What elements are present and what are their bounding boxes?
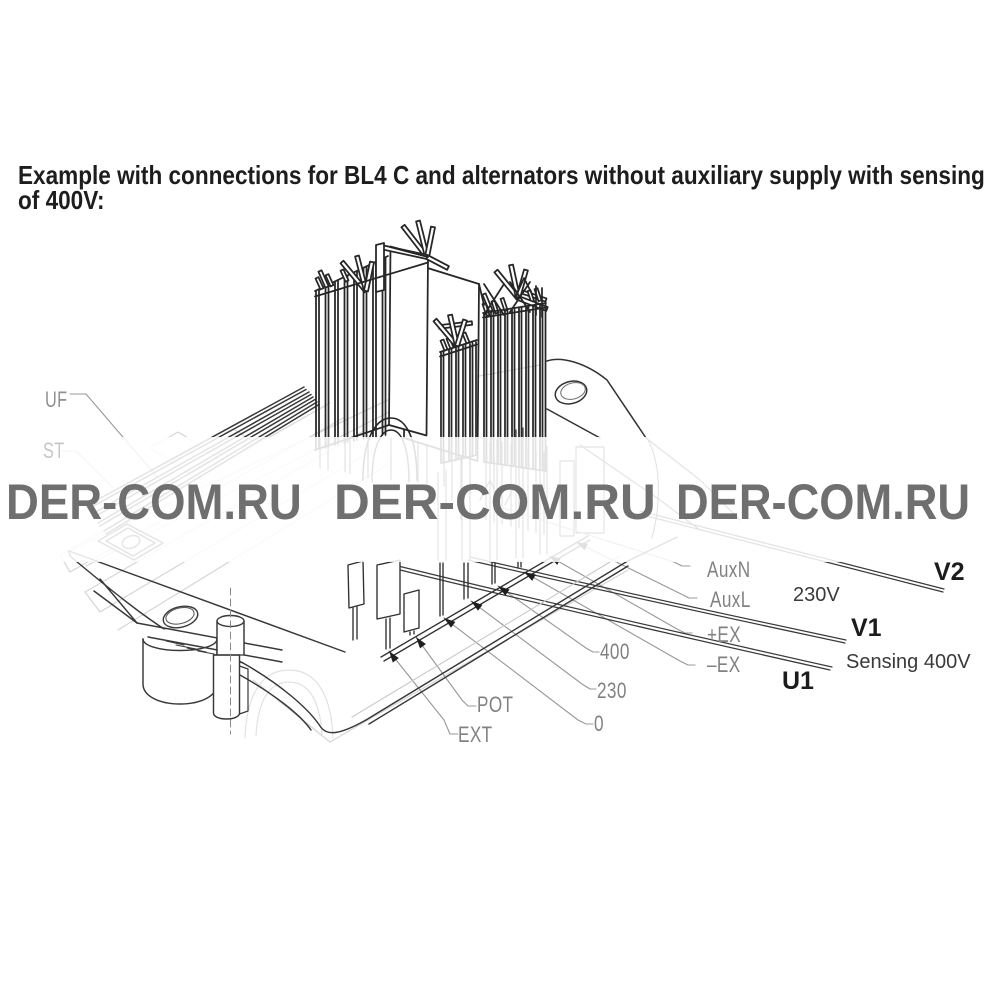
- svg-text:EXT: EXT: [458, 723, 493, 748]
- svg-text:0: 0: [594, 712, 604, 737]
- svg-text:400: 400: [600, 640, 630, 665]
- svg-text:Sensing 400V: Sensing 400V: [846, 651, 971, 673]
- svg-text:230: 230: [597, 679, 627, 704]
- svg-text:ST: ST: [43, 439, 65, 464]
- svg-text:230V: 230V: [793, 584, 840, 606]
- svg-text:POT: POT: [477, 693, 513, 718]
- svg-text:U1: U1: [782, 667, 814, 695]
- svg-text:+EX: +EX: [707, 623, 741, 648]
- svg-text:–EX: –EX: [707, 653, 741, 678]
- svg-text:V2: V2: [934, 558, 965, 586]
- svg-text:AuxL: AuxL: [710, 588, 751, 613]
- svg-text:UF: UF: [45, 388, 67, 413]
- svg-text:AuxN: AuxN: [707, 558, 751, 583]
- svg-text:V1: V1: [851, 614, 882, 642]
